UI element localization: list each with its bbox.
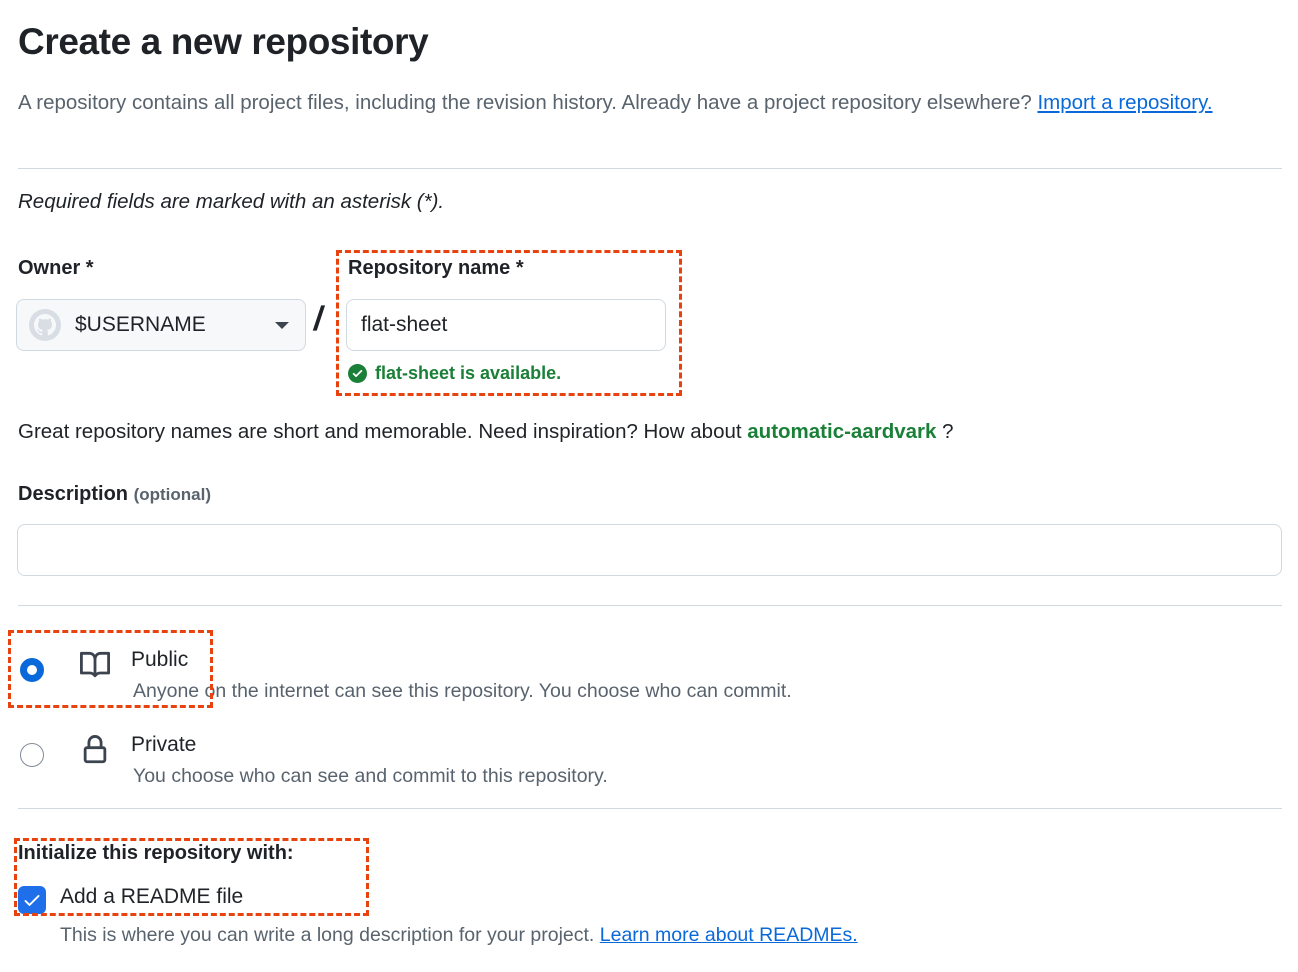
owner-name: $USERNAME [75, 313, 206, 336]
radio-public[interactable] [20, 658, 44, 682]
octocat-avatar-icon [29, 309, 61, 341]
page-description: A repository contains all project files,… [18, 84, 1218, 122]
repository-availability-status: flat-sheet is available. [348, 363, 561, 384]
repository-name-input[interactable] [346, 299, 666, 351]
visibility-public-description: Anyone on the internet can see this repo… [133, 680, 792, 702]
description-label-text: Description [18, 483, 129, 505]
inspiration-prefix: Great repository names are short and mem… [18, 420, 742, 443]
readme-description: This is where you can write a long descr… [60, 924, 858, 947]
learn-more-readmes-link[interactable]: Learn more about READMEs. [599, 924, 858, 946]
book-icon [80, 650, 111, 685]
radio-private[interactable] [20, 743, 44, 767]
page-description-text: A repository contains all project files,… [18, 91, 1032, 114]
readme-description-text: This is where you can write a long descr… [60, 924, 595, 946]
page-title: Create a new repository [18, 21, 429, 62]
check-circle-fill-icon [348, 364, 367, 383]
divider-visibility [18, 605, 1282, 606]
visibility-private-title: Private [131, 733, 197, 756]
readme-checkbox[interactable] [18, 886, 46, 914]
readme-checkbox-label: Add a README file [60, 885, 244, 908]
inspiration-suffix: ? [942, 420, 954, 443]
repository-availability-text: flat-sheet is available. [375, 363, 562, 383]
suggested-repository-name[interactable]: automatic-aardvark [747, 420, 937, 443]
divider-initialize [18, 808, 1282, 809]
chevron-down-icon [275, 321, 289, 329]
owner-repo-separator: / [311, 300, 327, 338]
initialize-section-title: Initialize this repository with: [18, 842, 294, 864]
description-input[interactable] [17, 524, 1282, 576]
divider-top [18, 168, 1282, 169]
visibility-private-description: You choose who can see and commit to thi… [133, 765, 608, 787]
owner-dropdown[interactable]: $USERNAME [16, 299, 306, 351]
description-optional-tag: (optional) [133, 485, 212, 504]
repository-name-label: Repository name * [348, 257, 524, 279]
visibility-public-title: Public [131, 648, 189, 671]
owner-label: Owner * [18, 257, 94, 279]
required-fields-note: Required fields are marked with an aster… [18, 190, 445, 213]
description-label: Description (optional) [18, 483, 211, 506]
inspiration-text: Great repository names are short and mem… [18, 420, 954, 444]
lock-icon [80, 735, 110, 770]
import-repository-link[interactable]: Import a repository. [1037, 91, 1213, 114]
